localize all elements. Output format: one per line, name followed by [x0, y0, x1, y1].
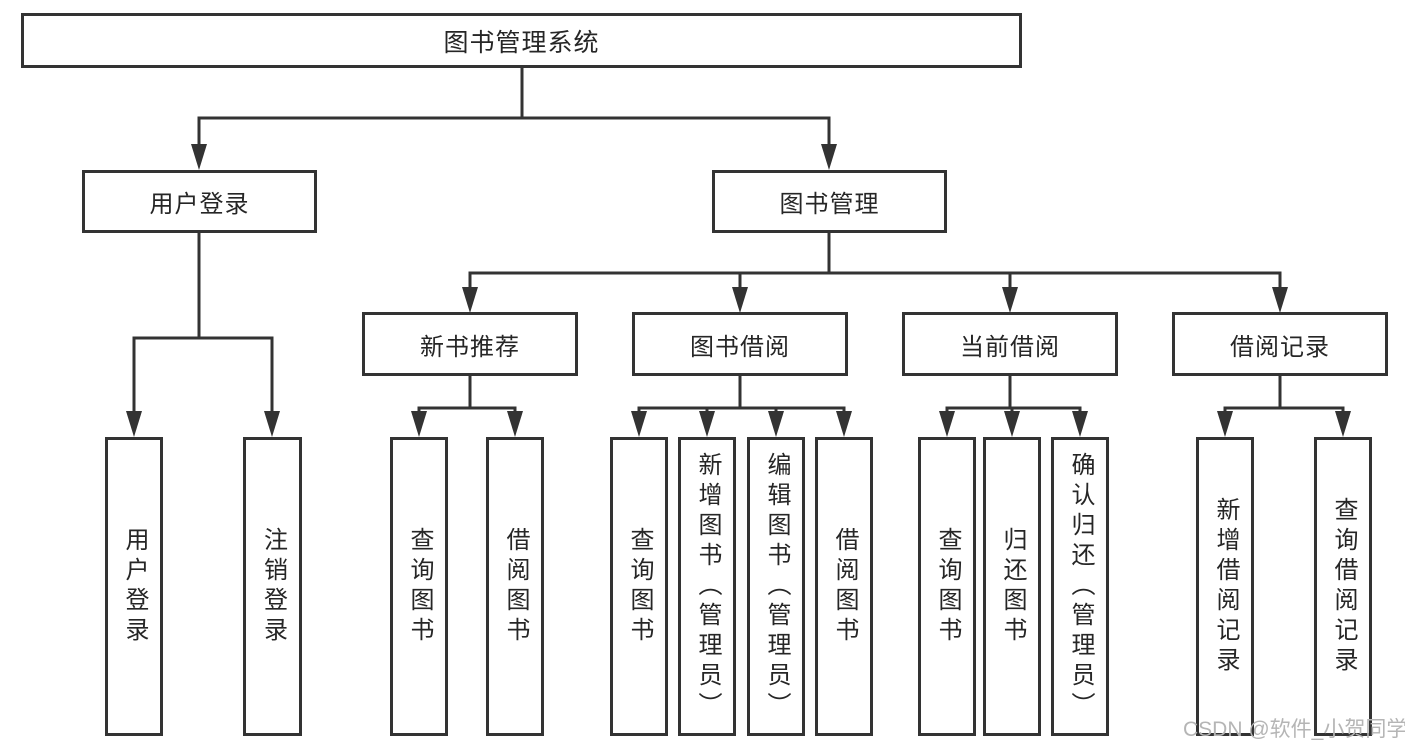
node-label: 注销登录 — [259, 526, 287, 647]
leaf-logout: 注销登录 — [243, 437, 302, 736]
leaf-confirm-return-admin: 确认归还（管理员） — [1051, 437, 1109, 736]
node-label: 用户登录 — [121, 526, 148, 647]
node-label: 用户登录 — [149, 191, 250, 218]
leaf-add-books-admin: 新增图书（管理员） — [678, 437, 736, 736]
node-new-book-recommend: 新书推荐 — [362, 312, 578, 376]
leaf-query-borrow-record: 查询借阅记录 — [1314, 437, 1372, 736]
node-current-borrow: 当前借阅 — [902, 312, 1118, 376]
leaf-query-books-borrow: 查询图书 — [610, 437, 668, 736]
leaf-return-books: 归还图书 — [983, 437, 1041, 736]
node-library-management-system: 图书管理系统 — [21, 13, 1022, 68]
node-borrow-records: 借阅记录 — [1172, 312, 1388, 376]
node-label: 查询借阅记录 — [1330, 496, 1357, 677]
node-label: 借阅记录 — [1230, 333, 1330, 361]
node-label: 图书管理 — [779, 191, 880, 218]
leaf-query-books-current: 查询图书 — [918, 437, 976, 736]
node-label: 当前借阅 — [960, 333, 1060, 361]
leaf-borrow-books: 借阅图书 — [815, 437, 873, 736]
csdn-watermark: CSDN @软件_小贺同学 — [1183, 718, 1405, 741]
node-label: 图书借阅 — [690, 333, 790, 361]
leaf-add-borrow-record: 新增借阅记录 — [1196, 437, 1254, 736]
node-label: 归还图书 — [999, 526, 1026, 647]
leaf-borrow-books-recommend: 借阅图书 — [486, 437, 544, 736]
node-label: 编辑图书（管理员） — [763, 451, 790, 722]
leaf-query-books-recommend: 查询图书 — [390, 437, 448, 736]
node-label: 确认归还（管理员） — [1067, 451, 1094, 722]
node-label: 图书管理系统 — [443, 28, 600, 57]
leaf-user-login: 用户登录 — [105, 437, 163, 736]
node-label: 查询图书 — [626, 526, 653, 647]
node-label: 借阅图书 — [831, 526, 858, 647]
node-label: 新增借阅记录 — [1212, 496, 1239, 677]
node-label: 借阅图书 — [502, 526, 529, 647]
node-label: 查询图书 — [406, 526, 433, 647]
node-label: 新书推荐 — [420, 333, 520, 361]
node-book-management: 图书管理 — [712, 170, 947, 233]
node-user-login: 用户登录 — [82, 170, 317, 233]
leaf-edit-books-admin: 编辑图书（管理员） — [747, 437, 805, 736]
node-label: 查询图书 — [934, 526, 961, 647]
node-label: 新增图书（管理员） — [694, 451, 721, 722]
node-book-borrow: 图书借阅 — [632, 312, 848, 376]
